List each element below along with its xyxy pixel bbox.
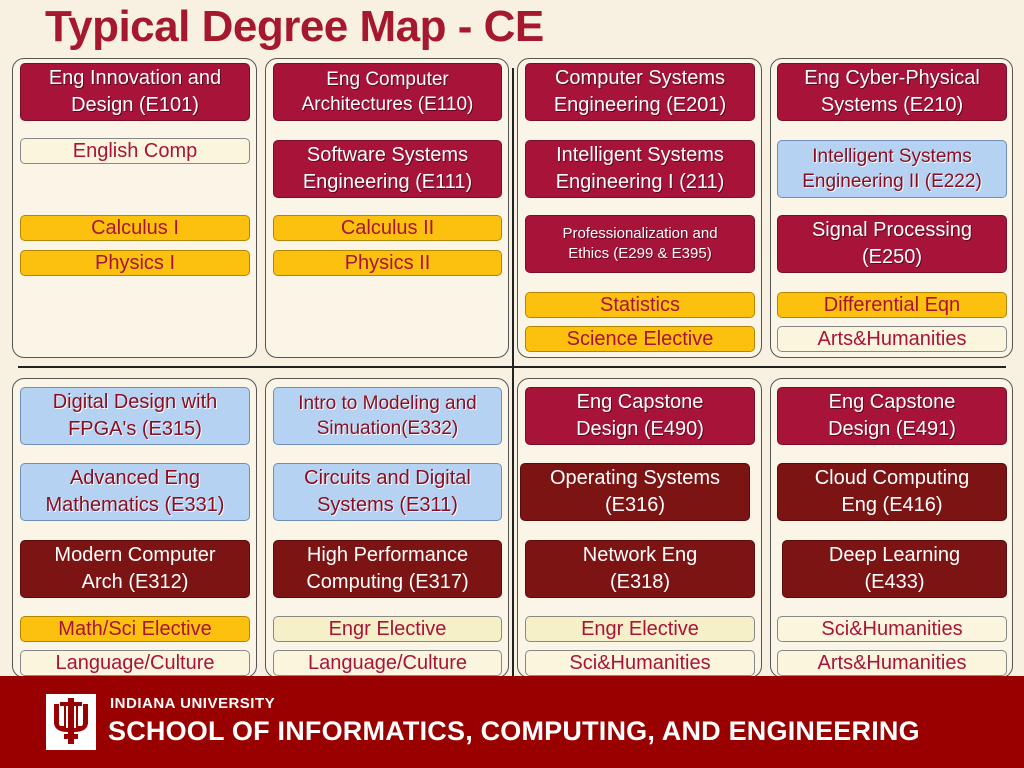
course-box: Engr Elective xyxy=(273,616,502,642)
course-box: Intelligent Systems Engineering II (E222… xyxy=(777,140,1007,198)
course-box: Science Elective xyxy=(525,326,755,352)
course-box: Physics I xyxy=(20,250,250,276)
course-box: Signal Processing (E250) xyxy=(777,215,1007,273)
course-box: Cloud Computing Eng (E416) xyxy=(777,463,1007,521)
course-box: Eng Cyber-Physical Systems (E210) xyxy=(777,63,1007,121)
course-box: Physics II xyxy=(273,250,502,276)
course-box: Eng Capstone Design (E490) xyxy=(525,387,755,445)
page-title: Typical Degree Map - CE xyxy=(45,2,544,51)
course-box: Software Systems Engineering (E111) xyxy=(273,140,502,198)
course-box: Calculus I xyxy=(20,215,250,241)
course-box: Sci&Humanities xyxy=(777,616,1007,642)
course-box: Calculus II xyxy=(273,215,502,241)
course-box: Differential Eqn xyxy=(777,292,1007,318)
course-box: Operating Systems (E316) xyxy=(520,463,750,521)
course-box: Intro to Modeling and Simuation(E332) xyxy=(273,387,502,445)
footer-banner: INDIANA UNIVERSITY SCHOOL OF INFORMATICS… xyxy=(0,676,1024,768)
course-box: Computer Systems Engineering (E201) xyxy=(525,63,755,121)
course-box: Modern Computer Arch (E312) xyxy=(20,540,250,598)
course-box: Language/Culture xyxy=(273,650,502,676)
course-box: Sci&Humanities xyxy=(525,650,755,676)
course-box: Network Eng (E318) xyxy=(525,540,755,598)
school-name: SCHOOL OF INFORMATICS, COMPUTING, AND EN… xyxy=(108,716,920,746)
course-box: Eng Innovation and Design (E101) xyxy=(20,63,250,121)
course-box: Engr Elective xyxy=(525,616,755,642)
iu-trident-logo-icon xyxy=(46,694,96,750)
course-box: Professionalization and Ethics (E299 & E… xyxy=(525,215,755,273)
course-box: Intelligent Systems Engineering I (211) xyxy=(525,140,755,198)
course-box: Arts&Humanities xyxy=(777,326,1007,352)
course-box: Arts&Humanities xyxy=(777,650,1007,676)
course-box: Statistics xyxy=(525,292,755,318)
course-box: English Comp xyxy=(20,138,250,164)
course-box: Math/Sci Elective xyxy=(20,616,250,642)
university-name: INDIANA UNIVERSITY xyxy=(110,695,276,712)
course-box: Deep Learning (E433) xyxy=(782,540,1007,598)
year-divider xyxy=(512,68,514,678)
course-box: Language/Culture xyxy=(20,650,250,676)
course-box: Eng Computer Architectures (E110) xyxy=(273,63,502,121)
course-box: Circuits and Digital Systems (E311) xyxy=(273,463,502,521)
course-box: Eng Capstone Design (E491) xyxy=(777,387,1007,445)
course-box: Digital Design with FPGA's (E315) xyxy=(20,387,250,445)
course-box: High Performance Computing (E317) xyxy=(273,540,502,598)
course-box: Advanced Eng Mathematics (E331) xyxy=(20,463,250,521)
